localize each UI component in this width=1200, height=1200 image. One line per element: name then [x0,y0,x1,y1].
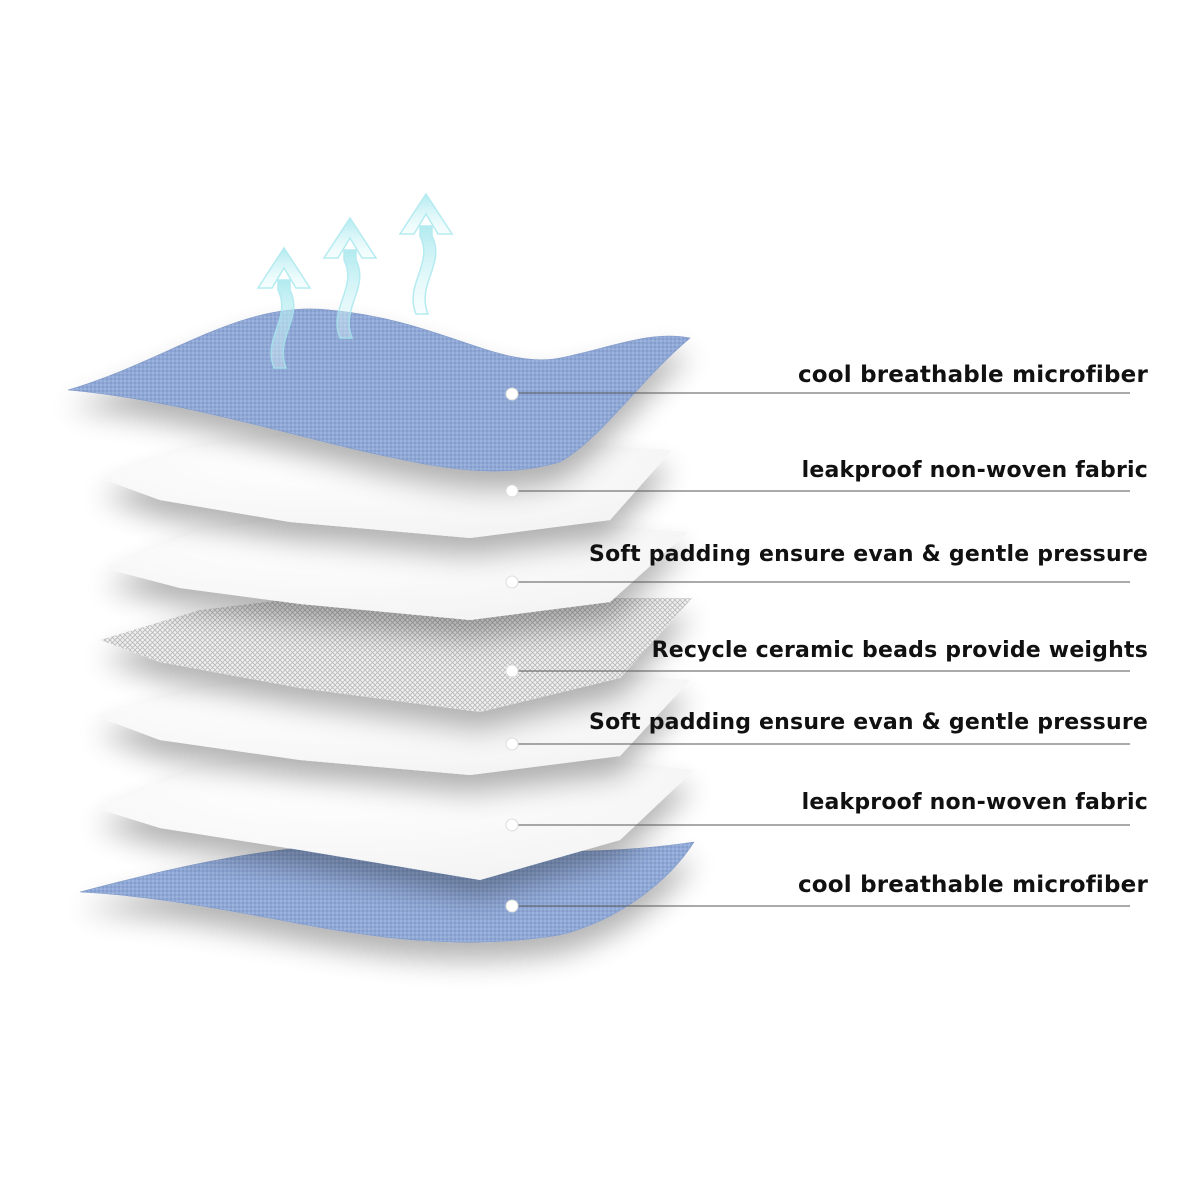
airflow-arrow-icon [256,246,312,369]
leader-dot [505,737,519,751]
airflow-arrow-icon [398,192,454,315]
layer-label: leakproof non-woven fabric [801,458,1148,483]
leader-dot [505,664,519,678]
layer-nonwoven [96,750,694,880]
airflow-arrow-icon [322,216,378,339]
leader-dot [505,818,519,832]
layer-label: Soft padding ensure evan & gentle pressu… [589,710,1148,735]
layer-microfiber [67,308,691,472]
layer-label: cool breathable microfiber [797,362,1148,388]
layer-label: cool breathable microfiber [797,872,1148,898]
layer-label: Recycle ceramic beads provide weights [651,638,1148,663]
leader-dot [505,575,519,589]
layer-label: leakproof non-woven fabric [801,790,1148,815]
leader-dot [505,484,519,498]
leader-dot [505,899,519,913]
layer-mesh [100,592,692,712]
leader-dot [505,387,519,401]
layer-padding [104,510,688,620]
layer-label: Soft padding ensure evan & gentle pressu… [589,542,1148,567]
